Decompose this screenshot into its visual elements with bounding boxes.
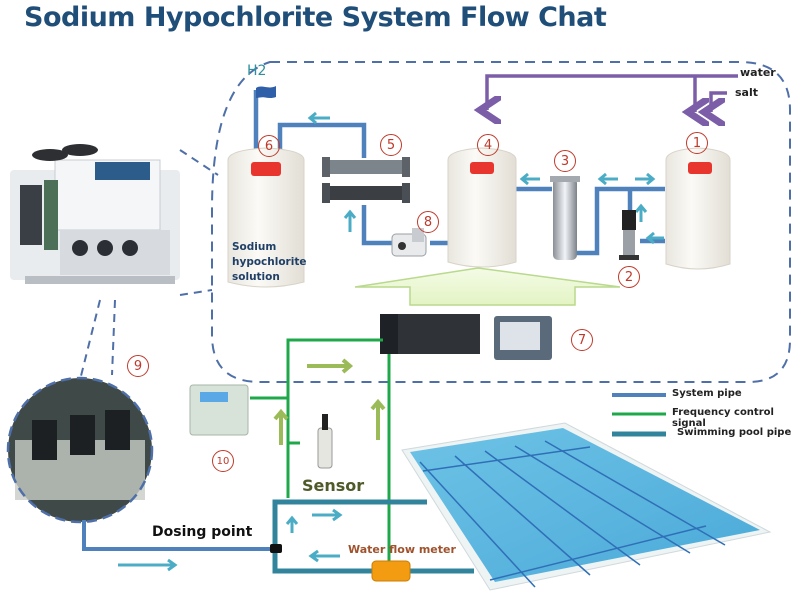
tank-1 [665, 147, 731, 270]
tank-label-line: Sodium [232, 241, 277, 253]
plc-controller [380, 314, 480, 354]
circulation-pump [619, 210, 639, 260]
signal-arrows [273, 358, 386, 445]
sensor-label: Sensor [302, 476, 365, 495]
tank-4 [447, 147, 517, 268]
component-number-7: 7 [571, 329, 593, 351]
system-pipes [253, 90, 665, 256]
legend-label: System pipe [672, 388, 742, 399]
dosing-point-label: Dosing point [152, 524, 253, 540]
swimming-pool [401, 422, 772, 591]
metering-pump [391, 228, 427, 257]
callout-line [111, 299, 116, 376]
electrolyzer-cells [322, 157, 410, 203]
hmi-panel [494, 316, 552, 360]
water-flow-meter [371, 560, 411, 582]
signal-lines [250, 338, 391, 568]
chlorine-controller [189, 384, 249, 436]
generator-machine [10, 144, 180, 284]
component-number-10: 10 [212, 450, 234, 472]
water-label: water [740, 66, 776, 79]
tank-6 [227, 147, 305, 288]
component-number-5: 5 [380, 134, 402, 156]
water-feed-line-4 [487, 74, 738, 110]
tank-label-line: solution [232, 271, 280, 283]
dosing-point-marker [270, 544, 282, 553]
legend-item-system-pipe: System pipe [672, 388, 742, 399]
salt-feed-line [711, 91, 727, 112]
page-title: Sodium Hypochlorite System Flow Chat [24, 2, 607, 33]
component-number-1: 1 [686, 132, 708, 154]
component-number-6: 6 [258, 135, 280, 157]
tank-label-line: hypochlorite [232, 256, 307, 268]
flow-arrows [307, 111, 664, 245]
legend-label: Swimming pool pipe [677, 427, 792, 438]
pump-detail-circle [6, 376, 154, 524]
legend-item-signal: Frequency control signal [672, 407, 800, 429]
pool-lanes [419, 440, 726, 588]
legend-item-pool-pipe: Swimming pool pipe [677, 427, 791, 438]
legend-label: Frequency control signal [672, 407, 774, 429]
filter-housing [550, 176, 580, 260]
component-number-9: 9 [127, 355, 149, 377]
component-number-3: 3 [554, 150, 576, 172]
sensor-probe [317, 414, 333, 469]
salt-label: salt [735, 86, 758, 99]
component-number-8: 8 [417, 211, 439, 233]
callout-line [179, 289, 213, 296]
sodium-hypochlorite-solution-label: Sodium hypochlorite solution [232, 240, 306, 285]
component-number-4: 4 [477, 134, 499, 156]
callout-line [179, 149, 219, 176]
component-number-2: 2 [618, 266, 640, 288]
h2-label: H2 [247, 63, 267, 79]
pool-flow-arrows [118, 508, 343, 572]
callout-line [79, 299, 101, 381]
water-flow-meter-label: Water flow meter [348, 543, 456, 556]
process-arrow [354, 267, 621, 306]
dosing-line [82, 520, 275, 551]
